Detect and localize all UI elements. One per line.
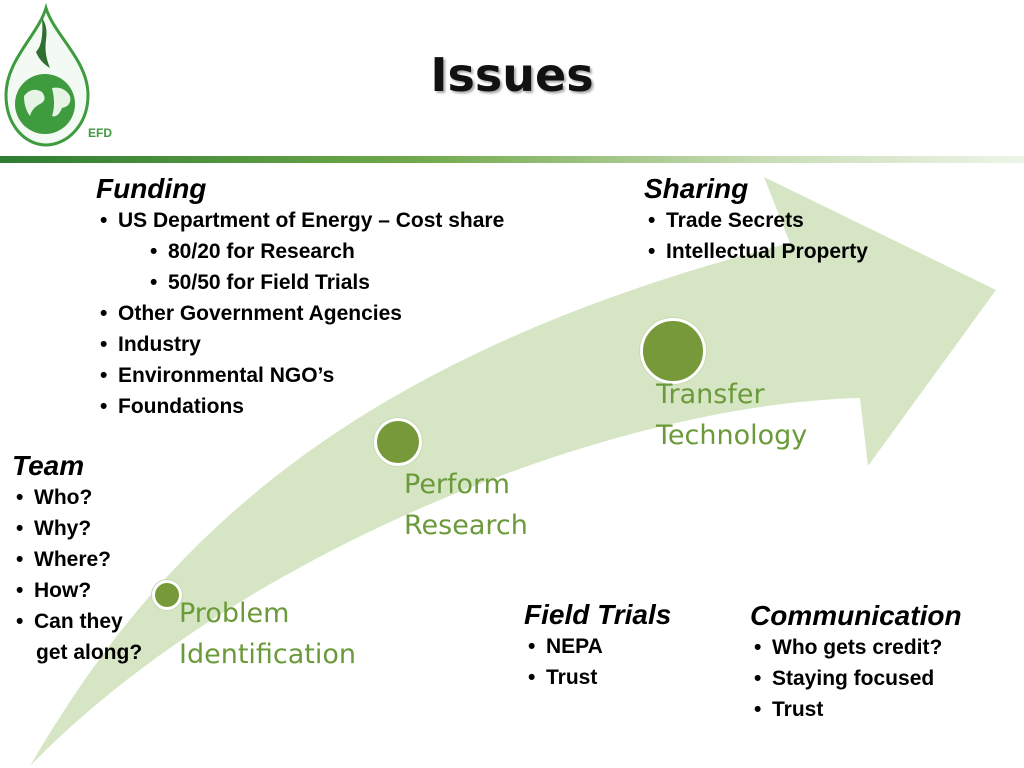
sharing-heading: Sharing [644, 173, 749, 204]
list-item: Other Government Agencies [96, 298, 504, 329]
list-item: US Department of Energy – Cost share [96, 205, 504, 236]
curved-arrow-shape [30, 177, 996, 766]
field-trials-list: NEPA Trust [524, 631, 671, 693]
sharing-list: Trade Secrets Intellectual Property [644, 205, 868, 267]
stage-line: Perform [404, 469, 510, 500]
communication-list: Who gets credit? Staying focused Trust [750, 632, 962, 725]
list-item: Trust [524, 662, 671, 693]
list-item: Staying focused [750, 663, 962, 694]
list-item: Intellectual Property [644, 236, 868, 267]
page-title: Issues [430, 48, 594, 102]
stage-dot-perform [374, 418, 422, 466]
stage-line: Identification [179, 639, 357, 670]
list-item: Where? [12, 544, 142, 575]
list-item: Environmental NGO’s [96, 360, 504, 391]
team-block: Team Who? Why? Where? How? Can they get … [12, 450, 142, 668]
stage-line: Problem [179, 598, 290, 629]
list-item: Who? [12, 482, 142, 513]
stage-line: Technology [656, 420, 808, 451]
list-item: Industry [96, 329, 504, 360]
header-divider [0, 156, 1024, 163]
stage-line: Transfer [656, 379, 765, 410]
logo-figure-icon [36, 18, 50, 68]
stage-line: Research [404, 510, 528, 541]
field-trials-block: Field Trials NEPA Trust [524, 599, 671, 693]
list-item: Foundations [96, 391, 504, 422]
list-item: Can they [12, 606, 142, 637]
list-item: Trust [750, 694, 962, 725]
funding-list: US Department of Energy – Cost share 80/… [96, 205, 504, 422]
logo-text: EFD [88, 126, 112, 140]
list-item: Trade Secrets [644, 205, 868, 236]
stage-label-perform: Perform Research [404, 464, 528, 546]
list-item-continuation: get along? [36, 641, 143, 664]
funding-heading: Funding [96, 173, 207, 204]
team-list: Who? Why? Where? How? Can they get along… [12, 482, 142, 668]
sharing-block: Sharing Trade Secrets Intellectual Prope… [644, 173, 868, 267]
stage-dot-transfer [640, 318, 706, 384]
stage-label-transfer: Transfer Technology [656, 374, 807, 456]
list-item: Why? [12, 513, 142, 544]
logo-continents [24, 87, 71, 117]
list-item: 80/20 for Research [96, 236, 504, 267]
list-item: NEPA [524, 631, 671, 662]
list-item: 50/50 for Field Trials [96, 267, 504, 298]
list-item: Who gets credit? [750, 632, 962, 663]
stage-dot-problem [152, 580, 182, 610]
team-heading: Team [12, 450, 85, 481]
communication-heading: Communication [750, 600, 962, 631]
list-item: How? [12, 575, 142, 606]
funding-block: Funding US Department of Energy – Cost s… [96, 173, 504, 422]
stage-label-problem: Problem Identification [179, 593, 356, 675]
field-trials-heading: Field Trials [524, 599, 672, 630]
efd-logo: EFD [4, 2, 112, 147]
communication-block: Communication Who gets credit? Staying f… [750, 600, 962, 725]
